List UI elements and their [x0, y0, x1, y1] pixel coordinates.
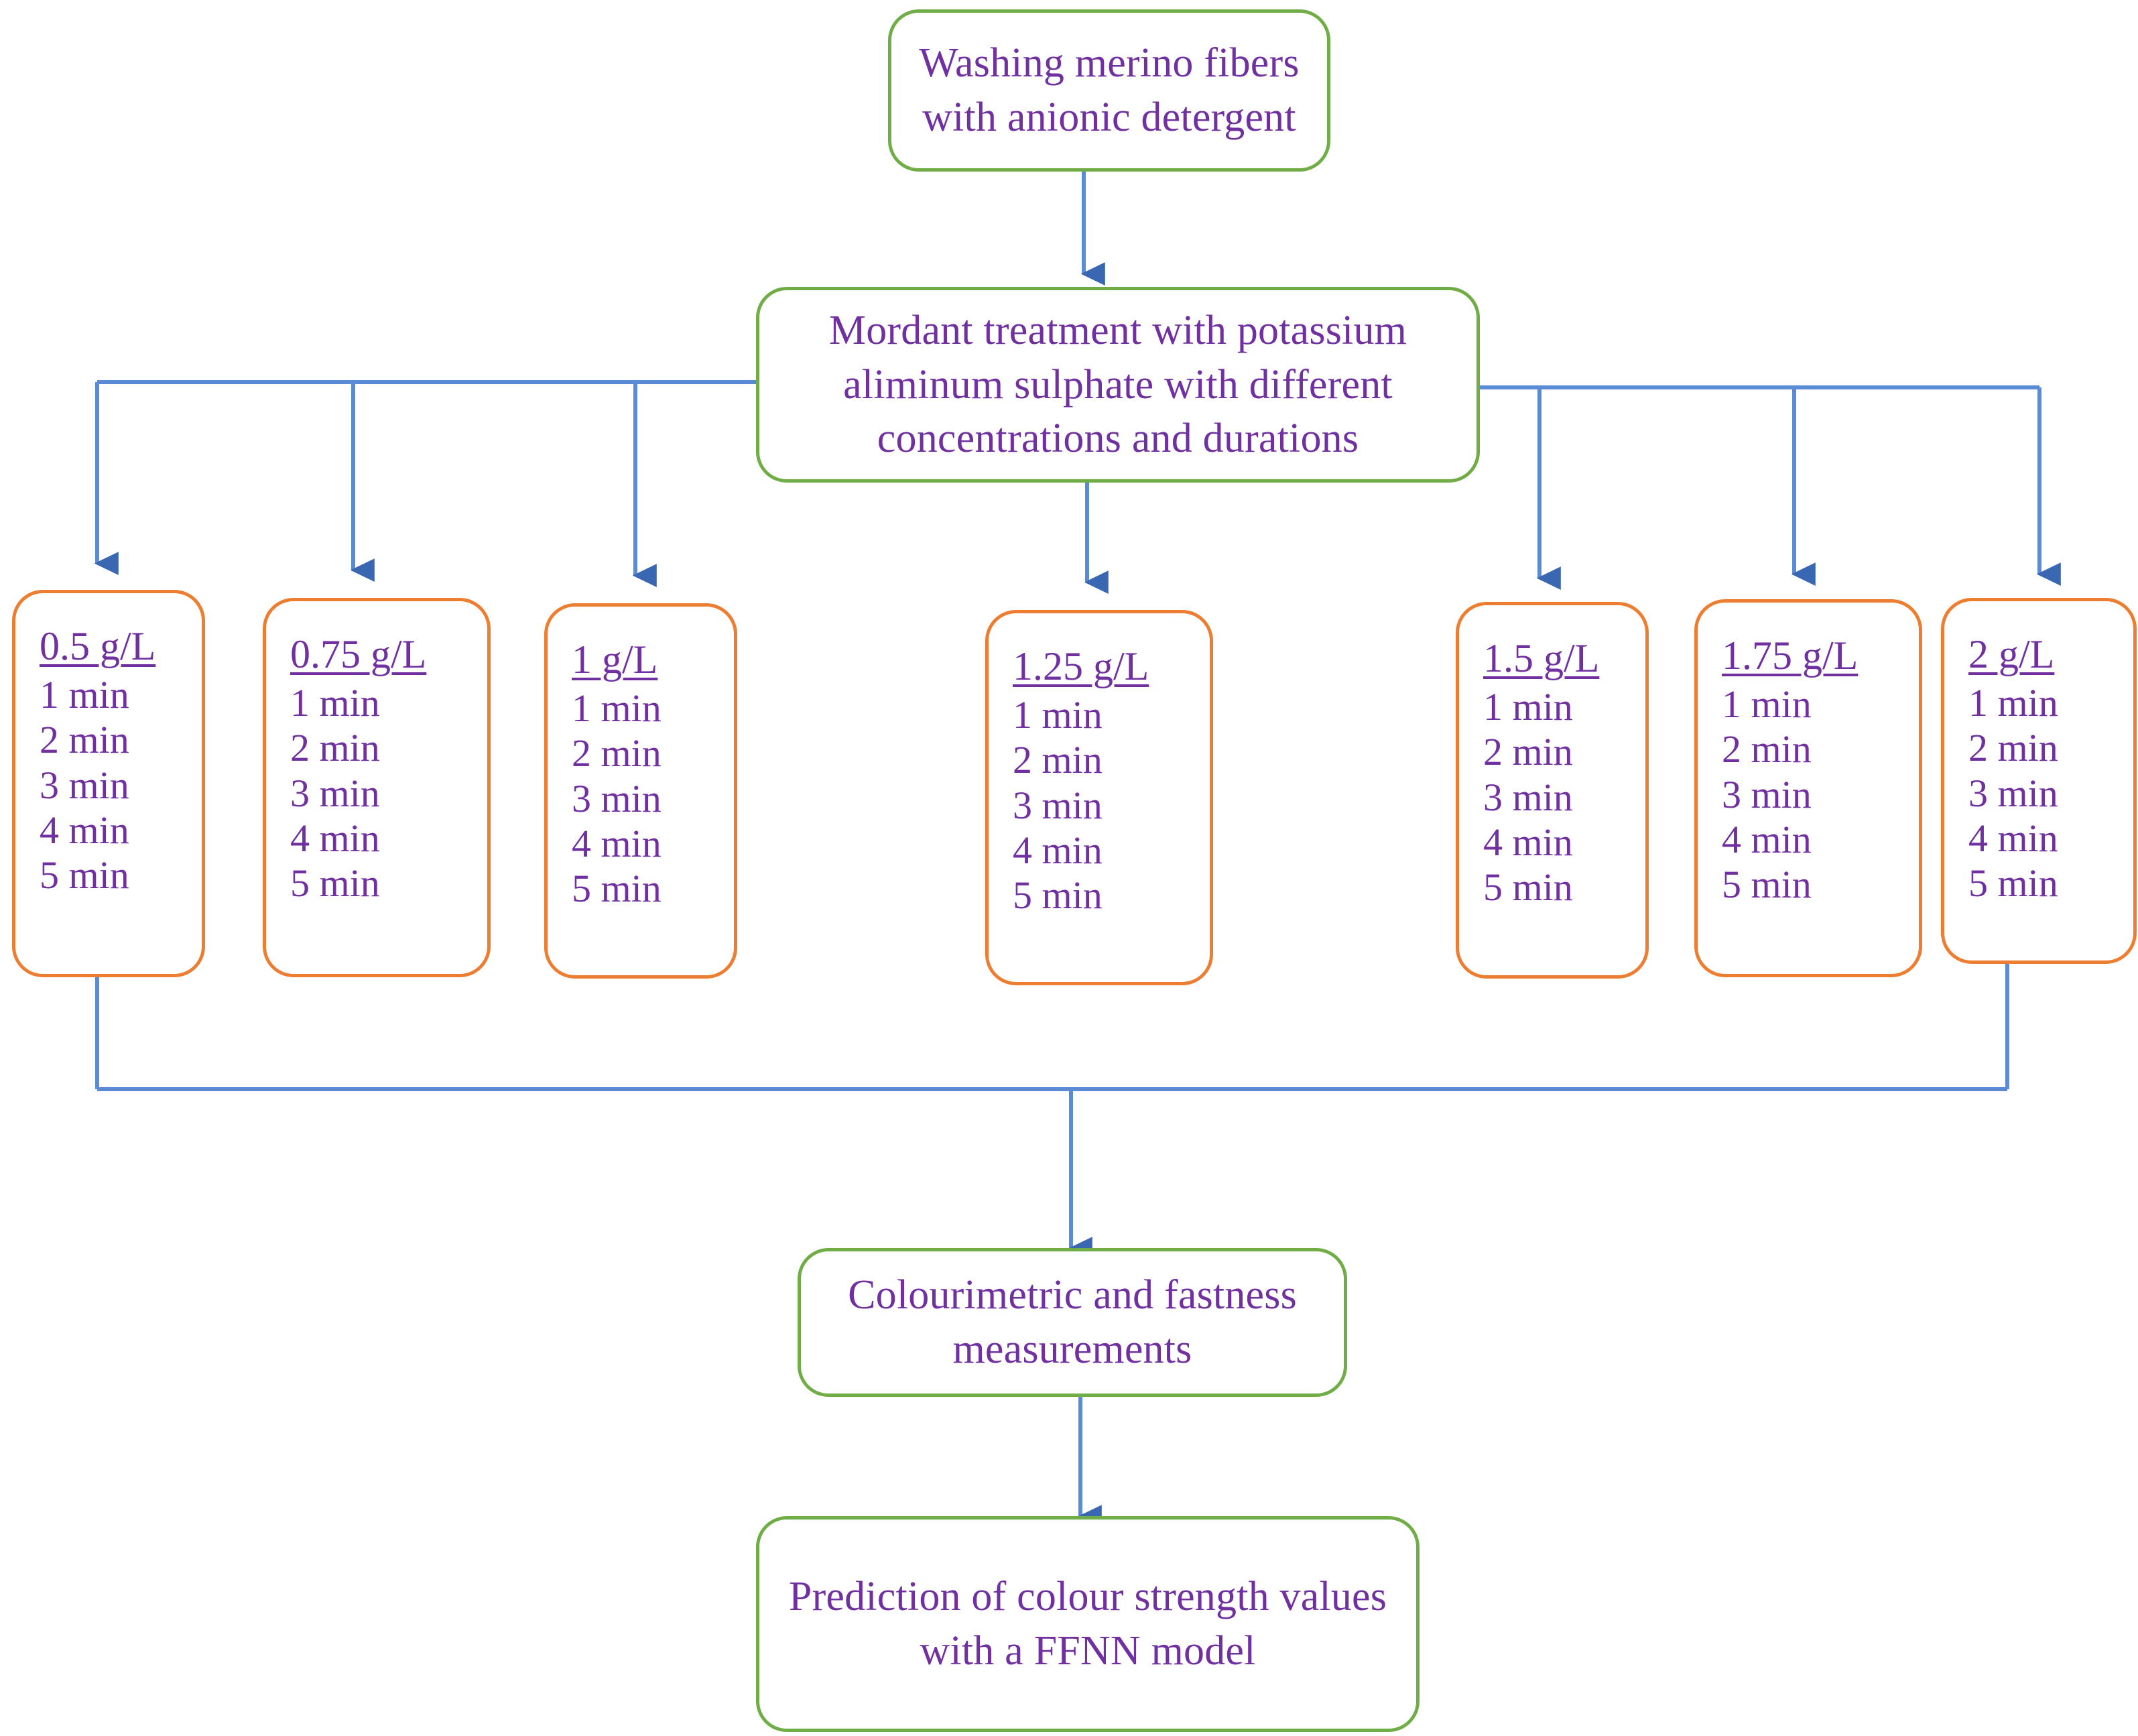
duration-item: 3 min [290, 771, 380, 815]
condition-box-2-durations: 1 min 2 min 3 min 4 min 5 min [572, 686, 662, 911]
mordant-line-3: concentrations and durations [877, 416, 1359, 462]
condition-box-4-body: 1.5 g/L 1 min 2 min 3 min 4 min 5 min [1459, 605, 1599, 910]
duration-item: 1 min [572, 686, 662, 730]
duration-item: 1 min [1722, 682, 1812, 726]
duration-item: 3 min [1483, 775, 1573, 819]
duration-item: 5 min [1013, 873, 1103, 918]
process-box-prediction-text: Prediction of colour strength values wit… [774, 1570, 1401, 1678]
condition-box-6-body: 2 g/L 1 min 2 min 3 min 4 min 5 min [1944, 601, 2058, 906]
process-box-washing-text: Washing merino fibers with anionic deter… [904, 36, 1314, 144]
duration-item: 3 min [1013, 783, 1103, 827]
process-box-mordant[interactable]: Mordant treatment with potassium aliminu… [756, 287, 1480, 483]
condition-box-0[interactable]: 0.5 g/L 1 min 2 min 3 min 4 min 5 min [12, 590, 205, 977]
duration-item: 1 min [1968, 681, 2058, 725]
duration-item: 2 min [290, 726, 380, 770]
duration-item: 4 min [1722, 817, 1812, 861]
duration-item: 1 min [1483, 685, 1573, 729]
condition-box-4-durations: 1 min 2 min 3 min 4 min 5 min [1483, 684, 1599, 910]
process-box-mordant-text: Mordant treatment with potassium aliminu… [814, 304, 1422, 466]
duration-item: 4 min [1968, 816, 2058, 860]
duration-item: 5 min [1483, 865, 1573, 910]
mordant-line-1: Mordant treatment with potassium [828, 308, 1407, 354]
duration-item: 4 min [40, 808, 129, 852]
duration-item: 2 min [1722, 727, 1812, 771]
condition-box-5[interactable]: 1.75 g/L 1 min 2 min 3 min 4 min 5 min [1694, 599, 1922, 977]
mordant-line-2: aliminum sulphate with different [843, 361, 1393, 408]
condition-box-2-title: 1 g/L [572, 637, 658, 682]
process-box-measurement-text: Colourimetric and fastness measurements [833, 1268, 1312, 1376]
measurement-line-2: measurements [952, 1326, 1192, 1372]
duration-item: 1 min [40, 673, 129, 717]
condition-box-0-body: 0.5 g/L 1 min 2 min 3 min 4 min 5 min [15, 593, 155, 897]
washing-line-2: with anionic detergent [922, 95, 1296, 140]
condition-box-2[interactable]: 1 g/L 1 min 2 min 3 min 4 min 5 min [544, 603, 737, 979]
washing-line-1: Washing merino fibers [919, 40, 1300, 86]
condition-box-3-title: 1.25 g/L [1013, 644, 1149, 688]
duration-item: 2 min [572, 731, 662, 776]
prediction-line-1: Prediction of colour strength values [788, 1574, 1387, 1620]
duration-item: 3 min [40, 763, 129, 807]
condition-box-4-title: 1.5 g/L [1483, 636, 1600, 680]
condition-box-0-title: 0.5 g/L [40, 624, 156, 668]
condition-box-5-title: 1.75 g/L [1722, 633, 1859, 678]
condition-box-3-durations: 1 min 2 min 3 min 4 min 5 min [1013, 692, 1149, 918]
duration-item: 3 min [1722, 772, 1812, 816]
condition-box-5-body: 1.75 g/L 1 min 2 min 3 min 4 min 5 min [1698, 603, 1858, 907]
duration-item: 2 min [1013, 738, 1103, 782]
measurement-line-1: Colourimetric and fastness [848, 1272, 1297, 1318]
condition-box-1-durations: 1 min 2 min 3 min 4 min 5 min [290, 680, 426, 906]
duration-item: 1 min [1013, 693, 1103, 737]
condition-box-3[interactable]: 1.25 g/L 1 min 2 min 3 min 4 min 5 min [985, 610, 1213, 985]
duration-item: 5 min [40, 853, 129, 897]
condition-box-0-durations: 1 min 2 min 3 min 4 min 5 min [40, 672, 155, 897]
condition-box-2-body: 1 g/L 1 min 2 min 3 min 4 min 5 min [548, 607, 662, 911]
duration-item: 5 min [290, 861, 380, 906]
duration-item: 4 min [1013, 828, 1103, 872]
duration-item: 2 min [1968, 726, 2058, 770]
prediction-line-2: with a FFNN model [920, 1628, 1256, 1674]
duration-item: 3 min [1968, 771, 2058, 815]
condition-box-4[interactable]: 1.5 g/L 1 min 2 min 3 min 4 min 5 min [1456, 602, 1649, 979]
duration-item: 4 min [572, 821, 662, 865]
condition-box-1-body: 0.75 g/L 1 min 2 min 3 min 4 min 5 min [266, 601, 426, 906]
duration-item: 2 min [1483, 730, 1573, 774]
duration-item: 5 min [1968, 861, 2058, 906]
duration-item: 4 min [1483, 820, 1573, 864]
condition-box-6[interactable]: 2 g/L 1 min 2 min 3 min 4 min 5 min [1941, 598, 2137, 964]
duration-item: 3 min [572, 776, 662, 820]
condition-box-3-body: 1.25 g/L 1 min 2 min 3 min 4 min 5 min [989, 613, 1149, 918]
duration-item: 2 min [40, 718, 129, 762]
duration-item: 5 min [1722, 863, 1812, 907]
condition-box-1[interactable]: 0.75 g/L 1 min 2 min 3 min 4 min 5 min [263, 598, 491, 977]
duration-item: 1 min [290, 681, 380, 725]
condition-box-1-title: 0.75 g/L [290, 632, 427, 676]
process-box-prediction[interactable]: Prediction of colour strength values wit… [756, 1516, 1420, 1732]
duration-item: 4 min [290, 816, 380, 860]
duration-item: 5 min [572, 867, 662, 911]
condition-box-5-durations: 1 min 2 min 3 min 4 min 5 min [1722, 682, 1858, 907]
condition-box-6-title: 2 g/L [1968, 632, 2055, 676]
condition-box-6-durations: 1 min 2 min 3 min 4 min 5 min [1968, 680, 2058, 906]
process-box-measurement[interactable]: Colourimetric and fastness measurements [798, 1248, 1347, 1397]
process-box-washing[interactable]: Washing merino fibers with anionic deter… [888, 9, 1330, 172]
